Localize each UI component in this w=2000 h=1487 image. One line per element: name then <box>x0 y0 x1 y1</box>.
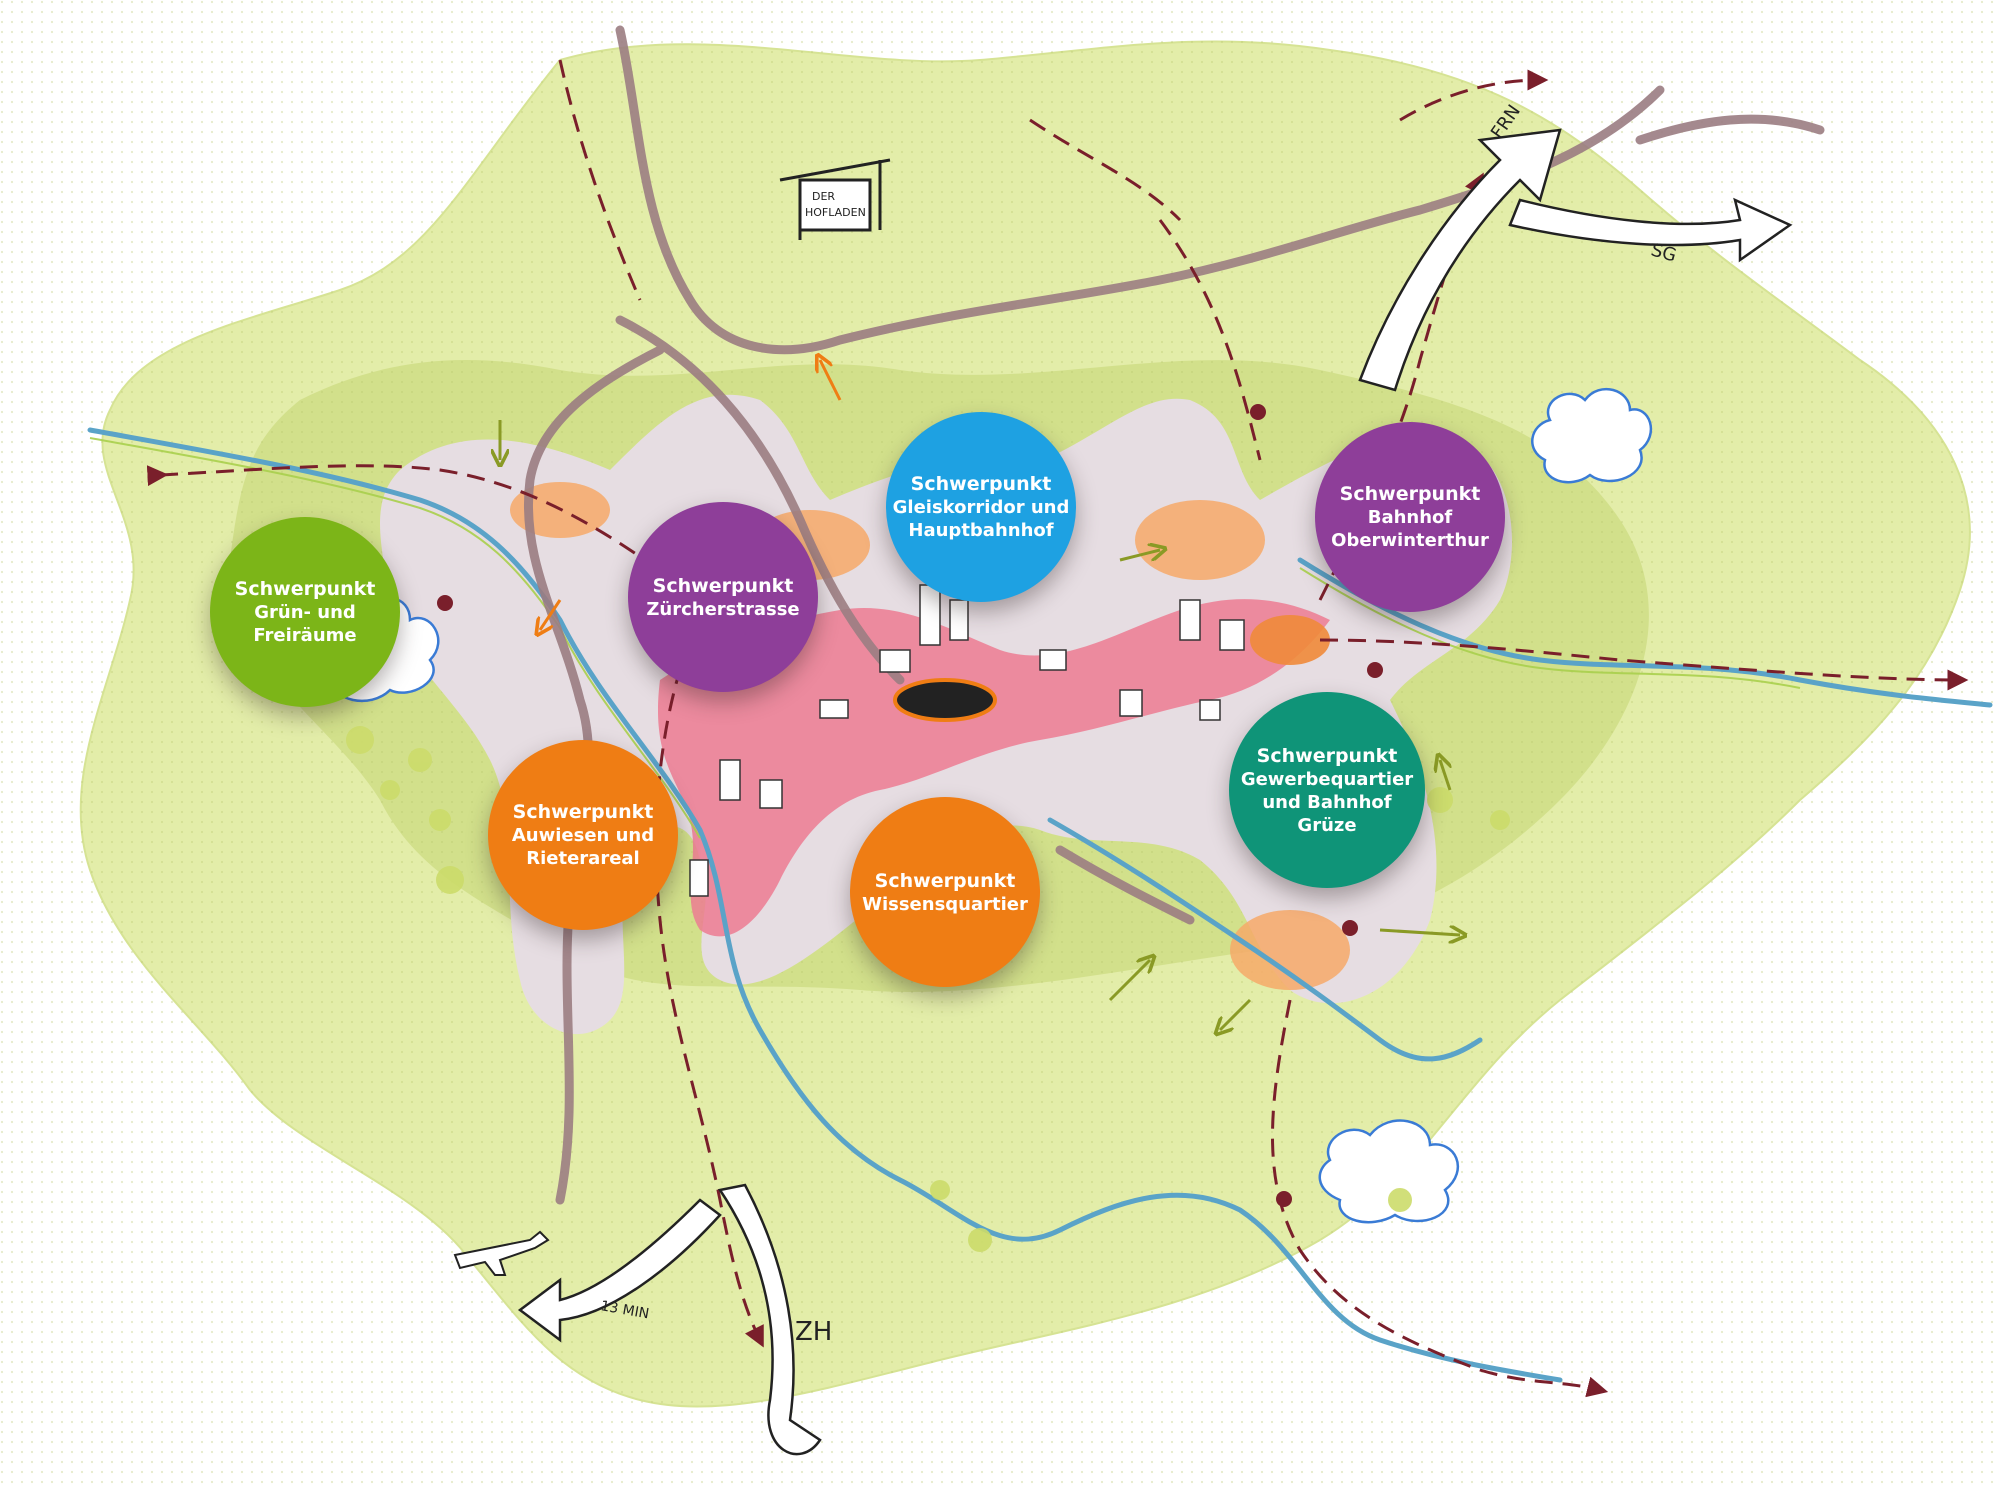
schwerpunkt-zuercherstrasse[interactable]: Schwerpunkt Zürcherstrasse <box>628 502 818 692</box>
schwerpunkt-title: Schwerpunkt <box>1256 744 1398 767</box>
schwerpunkt-auwiesen-rieterareal[interactable]: Schwerpunkt Auwiesen und Rieterareal <box>488 740 678 930</box>
schwerpunkt-line: Zürcherstrasse <box>646 598 800 620</box>
schwerpunkt-line: Freiräume <box>253 625 357 646</box>
hofladen-sign <box>779 158 891 240</box>
schwerpunkt-title: Schwerpunkt <box>874 869 1016 892</box>
schwerpunkt-line: Auwiesen und <box>511 825 655 846</box>
schwerpunkt-title: Schwerpunkt <box>910 473 1052 495</box>
city-core <box>657 599 1330 937</box>
bypass-arrows <box>517 128 1793 1456</box>
schwerpunkt-line: Hauptbahnhof <box>908 520 1054 541</box>
zone-orange <box>1250 615 1330 665</box>
schwerpunkt-gruen-freiraeume[interactable]: Schwerpunkt Grün- und Freiräume <box>210 517 400 707</box>
direction-arrows <box>500 360 1460 1030</box>
schwerpunkt-title: Schwerpunkt <box>234 578 376 600</box>
airplane-icon <box>453 1230 550 1276</box>
zone-orange <box>1230 910 1350 990</box>
hofladen-label-2: HOFLADEN <box>805 206 866 219</box>
tree-icon <box>346 726 1510 1252</box>
schwerpunkt-gleiskorridor-hauptbahnhof[interactable]: Schwerpunkt Gleiskorridor und Hauptbahnh… <box>886 412 1076 602</box>
schwerpunkt-title: Schwerpunkt <box>512 801 654 823</box>
buildings <box>689 584 1245 897</box>
zh-label: ZH <box>795 1317 832 1347</box>
station-platform <box>893 678 997 722</box>
schwerpunkt-line: Rieterareal <box>526 848 640 869</box>
schwerpunkt-bahnhof-oberwinterthur[interactable]: Schwerpunkt Bahnhof Oberwinterthur <box>1315 422 1505 612</box>
schwerpunkt-wissensquartier[interactable]: Schwerpunkt Wissensquartier <box>850 797 1040 987</box>
river <box>87 427 1993 1383</box>
schwerpunkt-gewerbequartier-gruze[interactable]: Schwerpunkt Gewerbequartier und Bahnhof … <box>1229 692 1425 888</box>
schwerpunkt-line: Bahnhof <box>1367 507 1453 528</box>
schwerpunkt-title: Schwerpunkt <box>652 574 794 597</box>
schwerpunkt-line: Gewerbequartier <box>1240 768 1414 790</box>
schwerpunkt-line: Grüze <box>1297 814 1357 836</box>
zone-orange <box>1135 500 1265 580</box>
schwerpunkt-line: Grün- und <box>254 602 356 623</box>
railway <box>146 59 1969 1398</box>
schwerpunkt-title: Schwerpunkt <box>1339 483 1481 505</box>
schwerpunkt-line: Oberwinterthur <box>1331 530 1489 551</box>
schwerpunkt-line: und Bahnhof <box>1262 791 1392 813</box>
station-dots <box>437 404 1383 1207</box>
schwerpunkt-line: Gleiskorridor und <box>892 497 1070 518</box>
schwerpunkt-line: Wissensquartier <box>862 893 1028 915</box>
hofladen-label-1: DER <box>812 190 835 203</box>
road <box>523 25 1825 1205</box>
